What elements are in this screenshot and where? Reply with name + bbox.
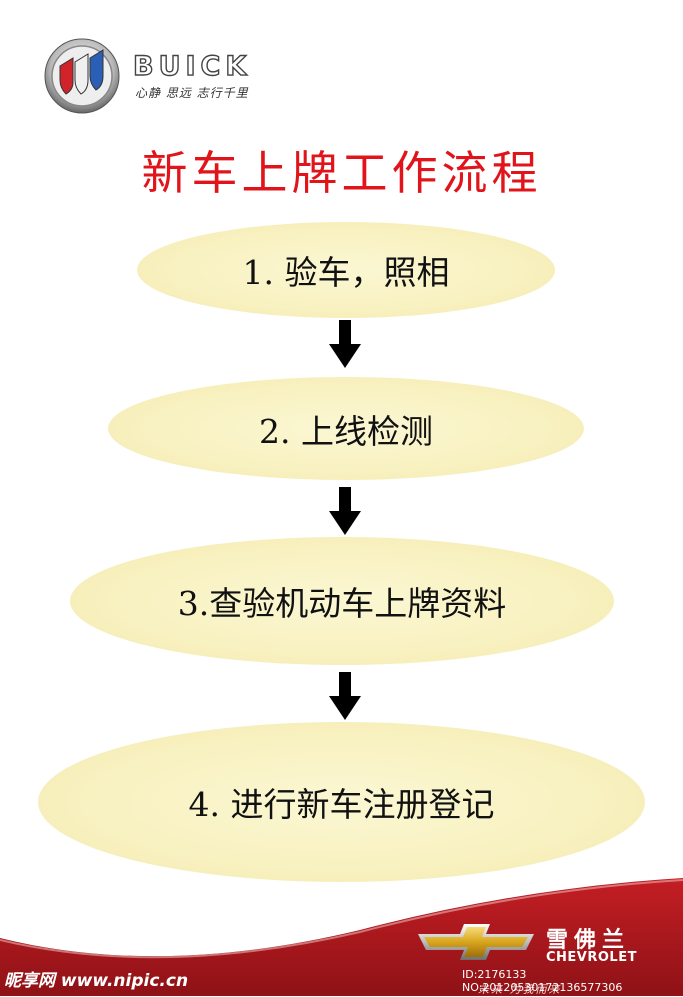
buick-slogan: 心静 思远 志行千里 (135, 86, 249, 100)
arrow-down-icon (329, 320, 361, 368)
chevrolet-bowtie-icon (418, 924, 534, 960)
flow-step-2-label: 2. 上线检测 (259, 411, 433, 451)
page-title: 新车上牌工作流程 (141, 146, 542, 200)
footer-wave (0, 878, 683, 996)
flow-step-4-label: 4. 进行新车注册登记 (188, 785, 495, 824)
buick-logo-icon (44, 38, 120, 114)
flow-step-3: 3.查验机动车上牌资料 (70, 537, 614, 665)
arrow-down-icon (329, 487, 361, 535)
watermark-id: ID:2176133 NO:20120530172136577306 (462, 968, 623, 994)
flow-step-1: 1. 验车，照相 (137, 222, 555, 318)
watermark-site: 昵享网 www.nipic.cn (4, 971, 189, 991)
flow-step-2: 2. 上线检测 (108, 377, 584, 480)
arrow-down-icon (329, 672, 361, 720)
chevrolet-name-en: CHEVROLET (546, 950, 637, 965)
buick-wordmark: BUICK (132, 51, 252, 82)
chevrolet-name-cn: 雪佛兰 (546, 928, 631, 953)
flow-step-3-label: 3.查验机动车上牌资料 (177, 584, 507, 623)
flow-step-4: 4. 进行新车注册登记 (38, 722, 645, 882)
flow-step-1-label: 1. 验车，照相 (242, 253, 450, 292)
chevrolet-slogan: 未来 为我而来 (478, 983, 562, 996)
